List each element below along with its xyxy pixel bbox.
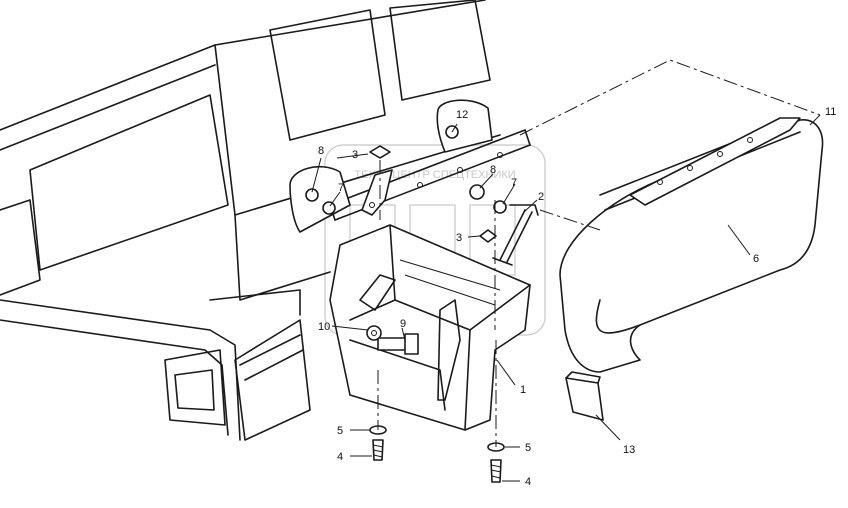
callout-10: 10 [318,321,330,333]
washer-part-10 [366,325,382,341]
callout-9: 9 [400,318,406,330]
callout-12: 12 [456,109,468,121]
fasteners-left [369,425,387,461]
mount-cap-left [289,165,351,233]
clip-part-3-lower [479,229,497,243]
callout-7-left: 7 [338,182,344,194]
fasteners-right [487,442,505,483]
callout-4-left: 4 [337,451,343,463]
callout-5-right: 5 [525,442,531,454]
vehicle-cab [0,0,501,441]
callout-7-right: 7 [511,177,517,189]
nut-part-8-right [469,184,485,200]
callout-2: 2 [538,191,544,203]
washer-part-7-left [322,201,336,215]
bolt-part-9 [366,325,419,355]
callout-13: 13 [623,444,635,456]
cap-part-12 [436,99,493,153]
clip-part-13 [565,371,604,421]
mount-right [469,184,507,214]
leader-lines [311,114,821,482]
mudguard-panel [329,224,531,431]
callout-5-left: 5 [337,425,343,437]
watermark-text: ТЕХНОЦЕНТР СПЕЦТЕХНИКИ [354,169,515,181]
trim-strip-part-11 [629,117,801,206]
callout-11: 11 [825,106,836,118]
callout-8-left: 8 [318,145,324,157]
callout-3-upper: 3 [352,149,358,161]
nut-part-8-left [305,188,319,202]
clip-part-3-upper [369,145,391,159]
callout-4-right: 4 [525,476,531,488]
callout-6: 6 [753,253,759,265]
bracket-arm-left [361,169,393,216]
callout-1: 1 [520,384,526,396]
rod-bracket-part-2 [492,204,539,266]
callout-3-lower: 3 [456,232,462,244]
callouts: 1 2 3 3 4 4 5 5 6 7 7 8 8 9 10 11 12 13 [318,106,836,488]
fender-part-6 [559,119,824,373]
callout-8-right: 8 [490,164,496,176]
assembly-lines [377,59,821,447]
